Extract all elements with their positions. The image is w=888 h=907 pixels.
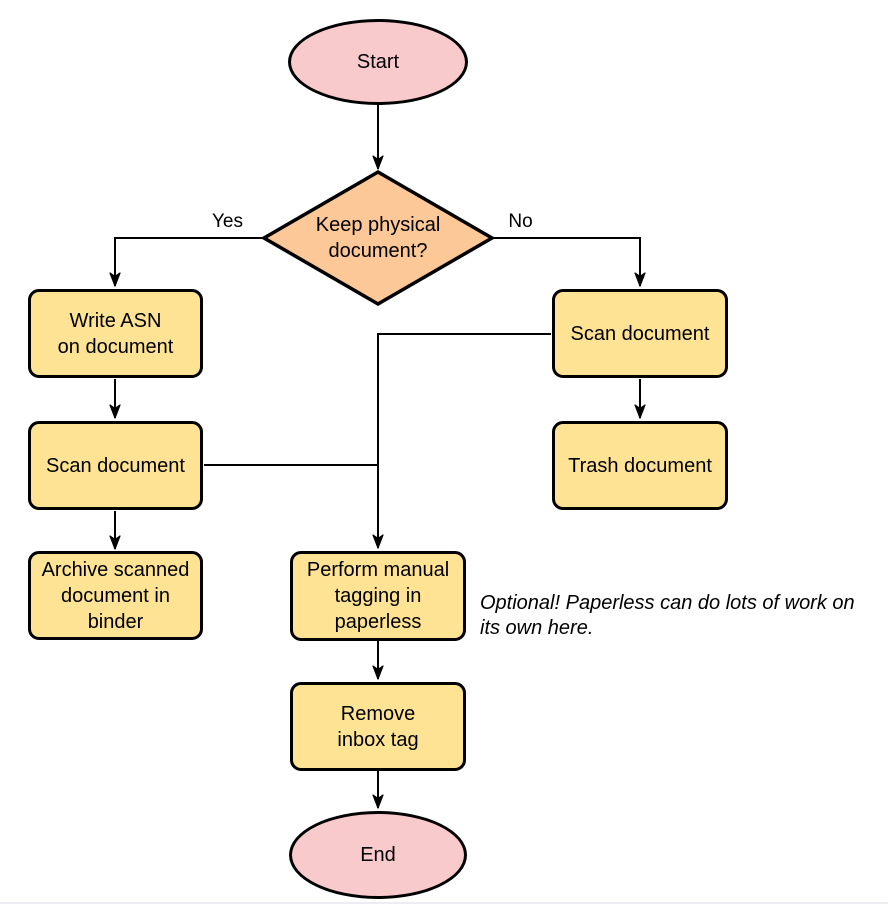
node-end: End [289,811,467,899]
node-remove-inbox-tag: Remove inbox tag [290,682,466,771]
node-end-label: End [360,844,396,866]
node-start-label: Start [356,51,400,73]
node-trash-document: Trash document [552,421,728,510]
note-optional-paperless: Optional! Paperless can do lots of work … [480,592,855,639]
node-scan-document-left: Scan document [28,421,203,510]
node-write-asn: Write ASN on document [28,289,203,378]
edge-decision-no-to-scan-right [490,237,646,287]
node-manual-tagging: Perform manual tagging in paperless [290,551,466,641]
edge-label-no: No [508,211,533,232]
bottom-hairline [0,902,888,904]
node-scan-document-right: Scan document [552,289,728,378]
node-archive-binder: Archive scanned document in binder [28,551,203,640]
node-decision-label: Keep physical document? [315,214,441,262]
node-start: Start [288,19,468,105]
edge-decision-yes-to-write-asn [109,237,266,287]
edge-label-yes: Yes [212,211,243,232]
edge-scan-right-to-tagging [372,333,551,549]
decision-node-shape [260,169,496,307]
